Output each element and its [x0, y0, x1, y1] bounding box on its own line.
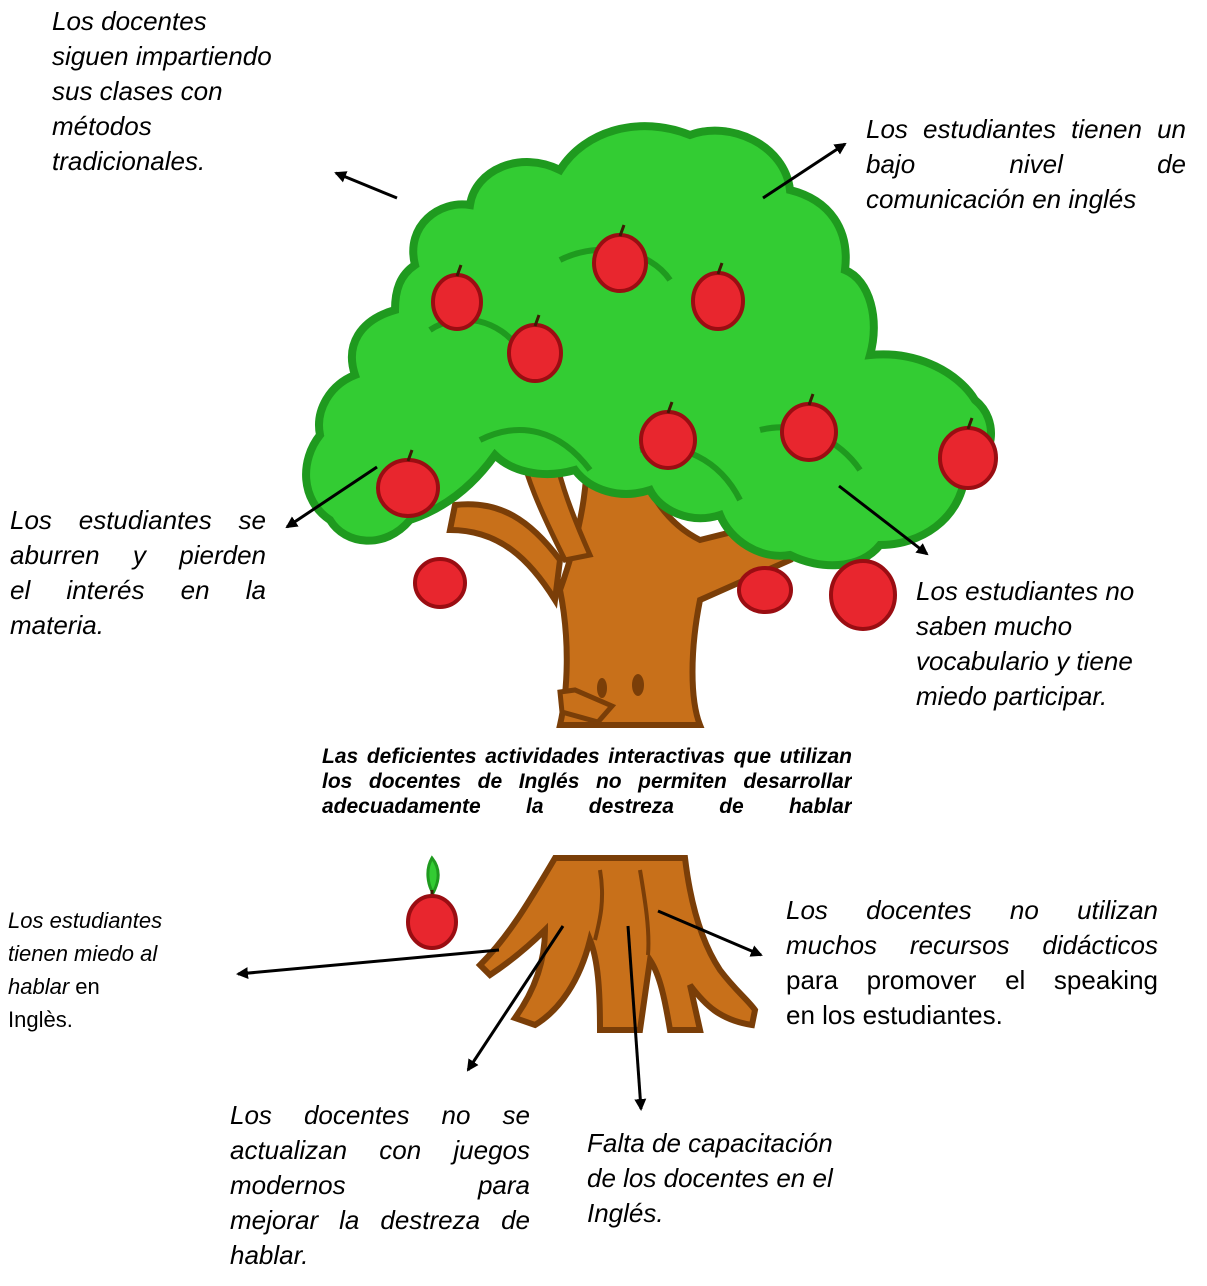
- cause-1-line: hablar: [8, 974, 70, 999]
- cause-2-text: Los docentes no utilizan muchos recursos…: [786, 893, 1158, 1033]
- effect-3-text: Los estudiantes se aburren y pierden el …: [10, 503, 266, 643]
- effect-4-line: vocabulario y tiene: [916, 646, 1133, 676]
- apple-icon: [431, 264, 483, 331]
- arrow-cause-1: [236, 948, 500, 980]
- effect-2-text: Los estudiantes tienen un bajo nivel de …: [866, 112, 1186, 217]
- cause-3-text: Los docentes no se actualizan con juegos…: [230, 1098, 530, 1273]
- cause-4-line: Falta de capacitación: [587, 1128, 833, 1158]
- effect-1-line: tradicionales.: [52, 146, 206, 176]
- apple-icon: [829, 559, 897, 631]
- cause-2-line: muchos recursos didácticos: [786, 930, 1158, 960]
- apple-icon: [780, 393, 838, 462]
- cause-3-line: hablar.: [230, 1240, 309, 1270]
- arrow-cause-4: [626, 925, 647, 1111]
- effect-4-line: Los estudiantes no: [916, 576, 1135, 606]
- effect-1-line: siguen impartiendo: [52, 41, 272, 71]
- cause-1-line: Los estudiantes: [8, 908, 163, 933]
- apple-icon: [938, 417, 998, 490]
- apple-icon: [691, 262, 745, 331]
- effect-2-line: Los estudiantes tienen un: [866, 114, 1186, 144]
- cause-2-line: Los docentes no utilizan: [786, 895, 1158, 925]
- effect-1-line: sus clases con: [52, 76, 223, 106]
- cause-arrows: [236, 909, 763, 1111]
- arrow-cause-2: [657, 909, 763, 957]
- cause-4-line: Inglés.: [587, 1198, 664, 1228]
- cause-1-text: Los estudiantes tienen miedo al hablar e…: [8, 904, 208, 1036]
- cause-1-upright: en: [75, 974, 100, 999]
- hanging-apple-icon: [406, 855, 458, 950]
- tree-roots: [475, 855, 759, 1033]
- effect-4-line: miedo participar.: [916, 681, 1108, 711]
- effect-1-line: métodos: [52, 111, 152, 141]
- apple-icon: [639, 401, 697, 470]
- cause-3-line: actualizan con juegos: [230, 1135, 530, 1165]
- cause-1-upright: Inglès.: [8, 1007, 73, 1032]
- effect-2-line: comunicación en inglés: [866, 184, 1137, 214]
- apple-icon: [737, 566, 793, 614]
- cause-3-line: modernos para: [230, 1170, 530, 1200]
- cause-4-text: Falta de capacitación de los docentes en…: [587, 1126, 877, 1231]
- cause-3-line: Los docentes no se: [230, 1100, 530, 1130]
- cause-2-upright: para promover el speaking: [786, 965, 1158, 995]
- arrow-effect-1: [334, 171, 398, 200]
- cause-1-line: tienen miedo al: [8, 941, 158, 966]
- cause-3-line: mejorar la destreza de: [230, 1205, 530, 1235]
- apple-icon: [413, 557, 467, 609]
- apple-icon: [592, 224, 648, 293]
- apple-icon: [507, 314, 563, 383]
- effect-3-line: el interés en la: [10, 575, 266, 605]
- arrow-cause-3: [466, 925, 565, 1072]
- cause-2-upright: en los estudiantes.: [786, 1000, 1003, 1030]
- effect-3-line: Los estudiantes se: [10, 505, 266, 535]
- effect-1-line: Los docentes: [52, 6, 207, 36]
- effect-1-text: Los docentes siguen impartiendo sus clas…: [52, 4, 312, 179]
- effect-arrows: [285, 142, 929, 556]
- effect-4-line: saben mucho: [916, 611, 1073, 641]
- effect-3-line: aburren y pierden: [10, 540, 266, 570]
- apples: [376, 224, 998, 631]
- arrow-effect-2: [762, 142, 847, 200]
- effect-3-line: materia.: [10, 610, 104, 640]
- apple-icon: [376, 449, 440, 518]
- effect-4-text: Los estudiantes no saben mucho vocabular…: [916, 574, 1176, 714]
- effect-2-line: bajo nivel de: [866, 149, 1186, 179]
- cause-4-line: de los docentes en el: [587, 1163, 833, 1193]
- arrow-effect-4: [838, 484, 929, 556]
- central-problem-text: Las deficientes actividades interactivas…: [322, 744, 852, 839]
- arrow-effect-3: [285, 465, 378, 529]
